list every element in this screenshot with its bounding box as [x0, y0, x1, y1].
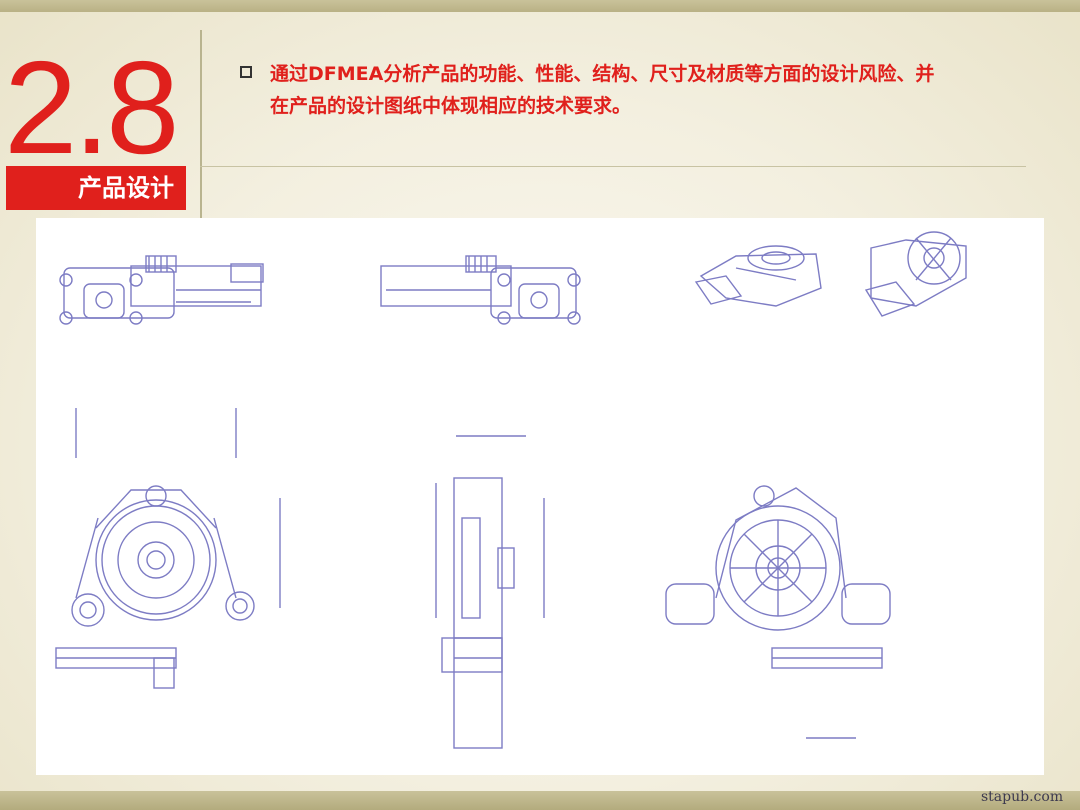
side-view — [435, 435, 545, 749]
front-view — [55, 408, 281, 689]
top-decorative-bar — [0, 0, 1080, 12]
watermark-text: stapub.com — [981, 789, 1064, 805]
bottom-decorative-bar — [0, 791, 1080, 810]
iso-view-1 — [694, 245, 822, 307]
section-label: 产品设计 — [6, 166, 186, 210]
iso-view-2 — [864, 231, 967, 317]
vertical-divider — [200, 30, 202, 218]
engineering-drawing-icon — [55, 231, 967, 749]
bullet-line-1: 通过DFMEA分析产品的功能、性能、结构、尺寸及材质等方面的设计风险、并 — [270, 63, 935, 85]
section-number: 2.8 — [4, 34, 180, 181]
bullet-square-icon — [240, 66, 252, 78]
bullet-line-2: 在产品的设计图纸中体现相应的技术要求。 — [270, 95, 632, 117]
horizontal-divider — [200, 166, 1026, 167]
top-view-right — [380, 255, 581, 325]
top-view-left — [59, 255, 264, 325]
back-view — [665, 485, 891, 739]
bullet-text: 通过DFMEA分析产品的功能、性能、结构、尺寸及材质等方面的设计风险、并 在产品… — [270, 58, 1030, 122]
engineering-drawing-panel — [36, 218, 1044, 775]
